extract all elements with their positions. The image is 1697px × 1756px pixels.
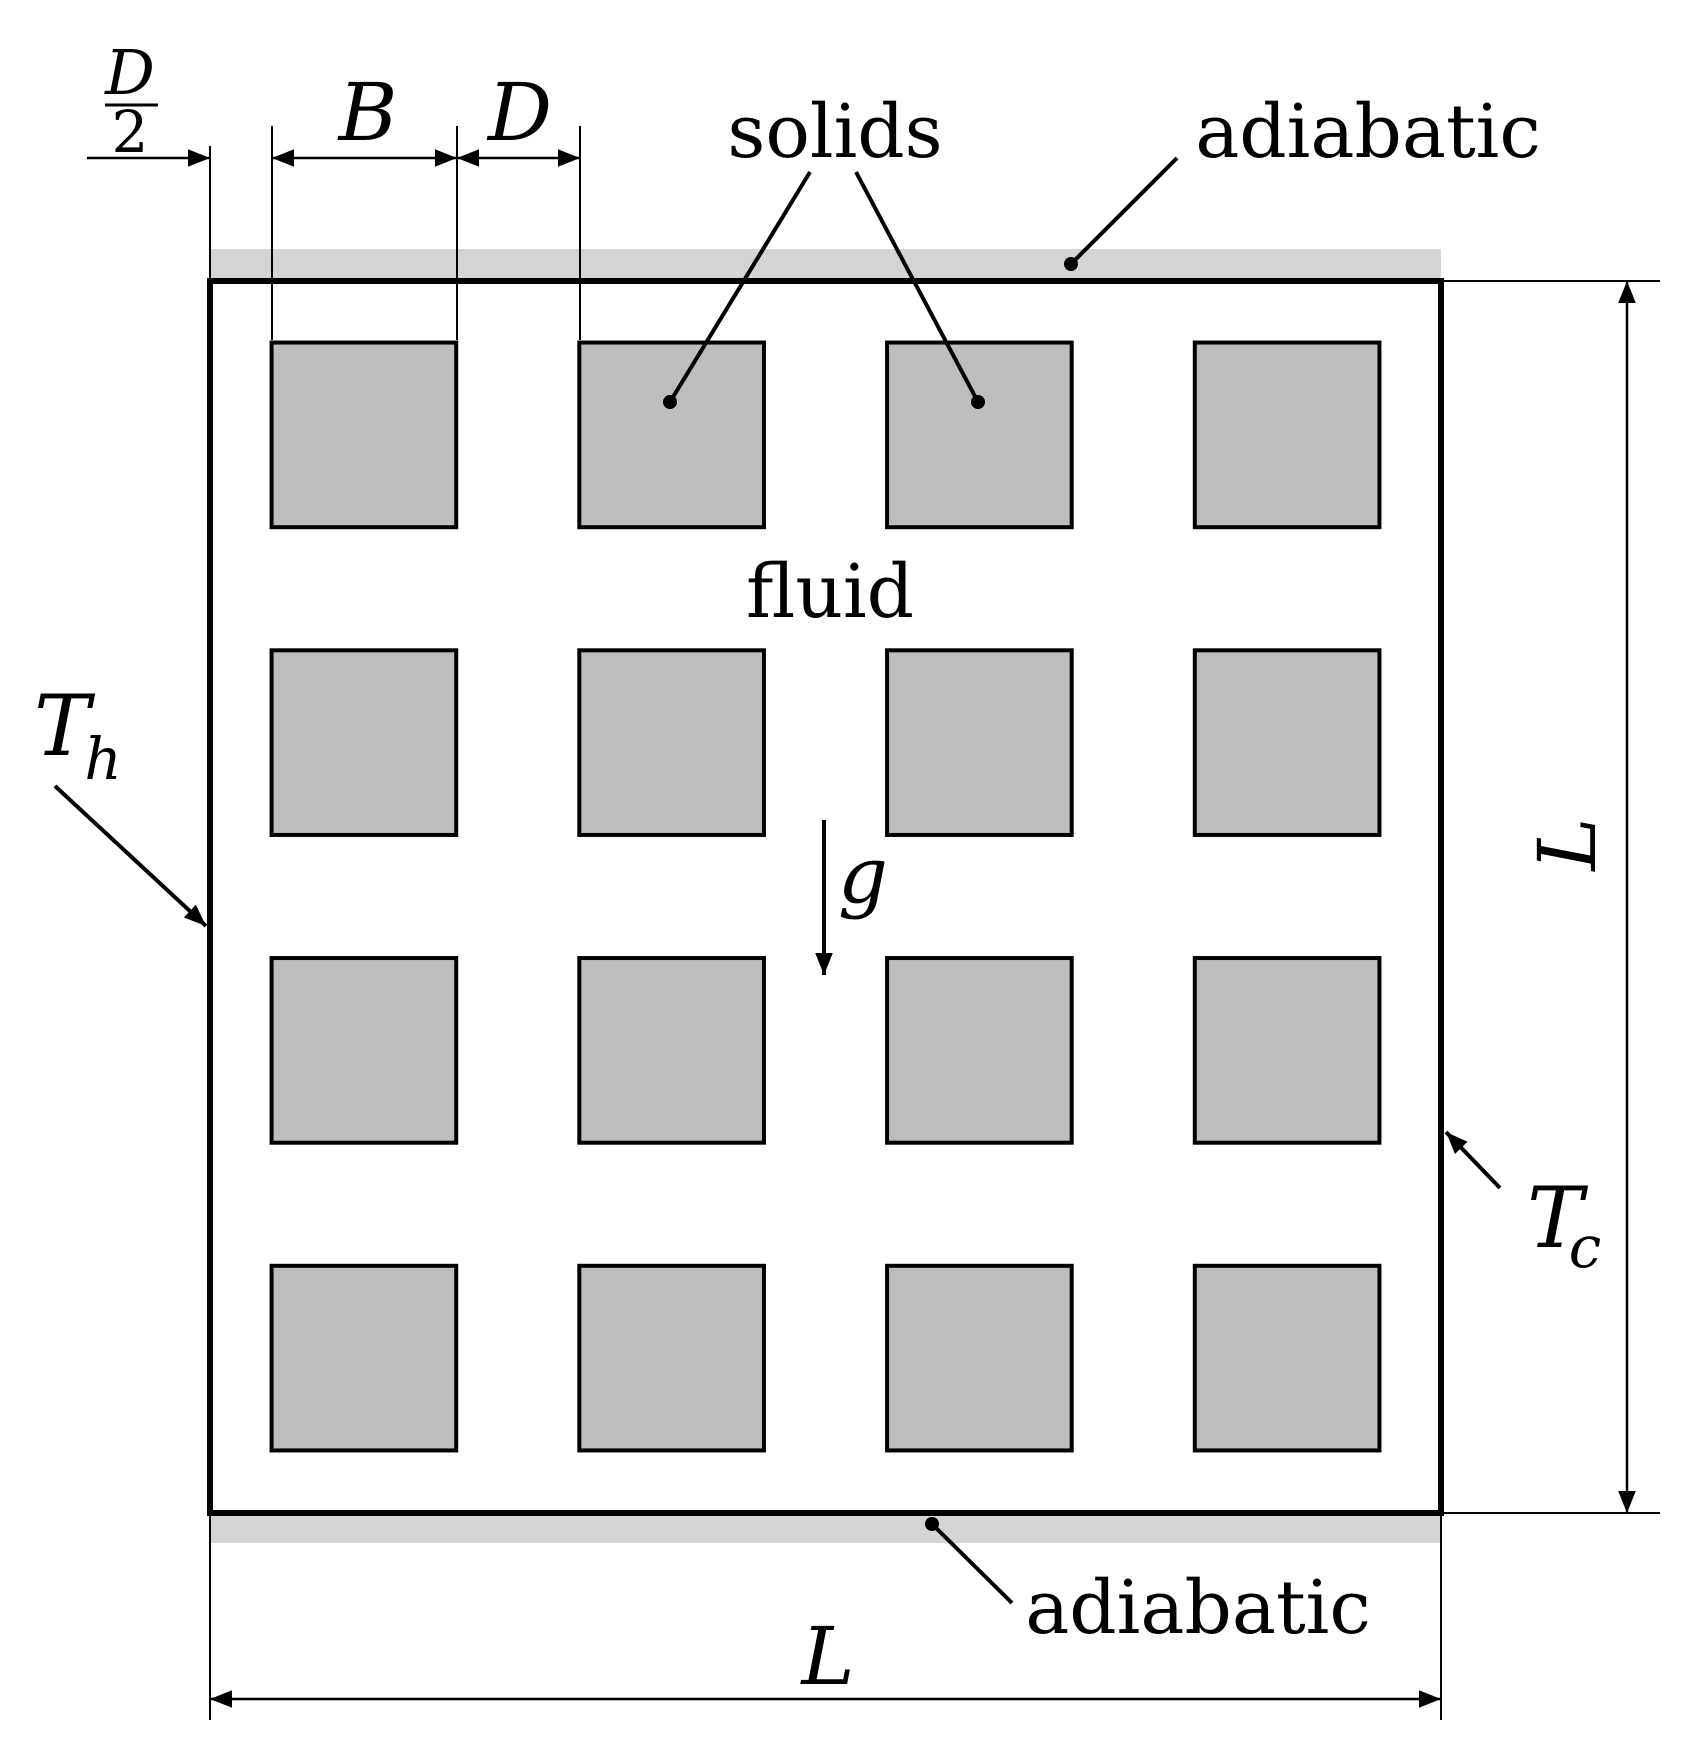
adiabatic-strip-bottom	[210, 1513, 1441, 1543]
dimension-arrows	[87, 149, 1636, 1708]
solid-block	[577, 1263, 766, 1453]
label-dim-B: B	[337, 66, 398, 159]
cold-wall-T: T	[1527, 1169, 1589, 1267]
cold-wall-subscript: c	[1569, 1213, 1601, 1281]
half-D-denominator: 2	[112, 98, 149, 166]
solids-leader-left	[668, 170, 812, 404]
solid-block	[577, 340, 766, 530]
solid-block	[269, 956, 459, 1145]
label-adiabatic-bottom: adiabatic	[1025, 1565, 1371, 1651]
adiabatic-bottom-leader	[930, 1522, 1014, 1605]
label-length-vertical: L	[1521, 817, 1614, 872]
solid-block	[1192, 648, 1382, 837]
label-length-horizontal: L	[799, 1610, 854, 1703]
label-fluid: fluid	[746, 549, 914, 635]
solid-block	[885, 1263, 1074, 1453]
solid-block	[885, 648, 1074, 837]
solid-block	[1192, 340, 1382, 530]
solid-block	[269, 340, 459, 530]
solids-leader-right	[854, 171, 980, 403]
label-dim-half-D: D 2	[104, 36, 158, 166]
label-dim-D: D	[486, 66, 552, 159]
hot-wall-T: T	[34, 677, 96, 775]
label-adiabatic-top: adiabatic	[1195, 89, 1541, 175]
solid-blocks	[269, 340, 1382, 1453]
leader-dots	[663, 257, 1078, 1531]
solid-block	[577, 648, 766, 837]
hot-wall-leader	[53, 784, 208, 928]
solid-block	[1192, 956, 1382, 1145]
hot-wall-subscript: h	[84, 725, 121, 793]
label-solids: solids	[727, 89, 942, 175]
cavity-wall	[207, 278, 1444, 1516]
solid-block	[885, 956, 1074, 1145]
solid-block	[577, 956, 766, 1145]
label-gravity: g	[838, 831, 888, 921]
solid-block	[269, 648, 459, 837]
label-hot-wall: T h	[34, 677, 122, 793]
adiabatic-top-leader	[1069, 156, 1179, 266]
cold-wall-leader	[1444, 1130, 1502, 1190]
half-D-numerator: D	[104, 36, 155, 109]
dimension-extension-lines	[209, 126, 1660, 1720]
leader-lines	[53, 156, 1502, 1605]
adiabatic-strip-top	[210, 249, 1441, 281]
solid-block	[1192, 1263, 1382, 1453]
label-cold-wall: T c	[1527, 1169, 1601, 1281]
solid-block	[269, 1263, 459, 1453]
solid-block	[885, 340, 1074, 530]
